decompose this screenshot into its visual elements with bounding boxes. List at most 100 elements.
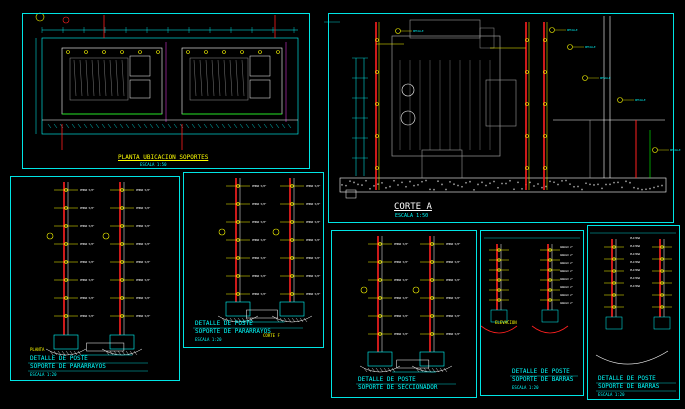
gravel-dot [397, 184, 399, 186]
foundation [419, 351, 445, 367]
callout-text: PERNO 5/8" [136, 189, 151, 192]
soil-hatch [287, 317, 292, 323]
radiator-fin [97, 59, 101, 97]
gravel-dot [377, 183, 379, 186]
hatch [233, 123, 238, 129]
bolt-marker [378, 314, 382, 318]
hatch [71, 123, 76, 129]
support-marker [66, 50, 70, 54]
callout-text: ANGULO 2" [560, 254, 574, 257]
gravel-dot [497, 186, 499, 189]
bolt-marker [64, 296, 68, 300]
transformer-plan [69, 57, 129, 101]
section-marker [46, 232, 54, 240]
gravel-dot [417, 183, 419, 186]
section-marker [412, 286, 420, 294]
bolt-marker [236, 292, 240, 296]
gravel-dot [541, 186, 543, 189]
callout-text: PERNO 5/8" [252, 221, 267, 224]
gauge-icon [400, 110, 416, 126]
soil-hatch [53, 350, 58, 356]
bolt-marker [525, 166, 529, 170]
gravel-dot [381, 181, 383, 184]
hatch [119, 123, 124, 129]
hatch [281, 123, 286, 129]
foundation [653, 316, 671, 330]
gravel-dot [373, 184, 375, 187]
radiator-fin [241, 59, 245, 97]
callout-text: PERNO 5/8" [80, 261, 95, 264]
bolt-marker [375, 166, 379, 170]
bolt-marker [290, 274, 294, 278]
bolt-marker [120, 260, 124, 264]
gravel-dot [545, 185, 547, 188]
pit [345, 189, 357, 199]
callout-text: PERNO 5/8" [306, 239, 321, 242]
detail-panel-2 [183, 172, 324, 348]
detail-2-subtitle: SOPORTE DE PARARRAYOS [195, 328, 271, 335]
support-marker [156, 50, 160, 54]
gravel-dot [577, 185, 579, 188]
bolt-marker [375, 134, 379, 138]
plan-panel [22, 13, 310, 169]
callout-text: PERNO 5/8" [446, 297, 461, 300]
plate-detail [246, 309, 278, 319]
gravel-dot [521, 187, 523, 190]
soil-hatch [65, 350, 70, 356]
bolt-marker [120, 278, 124, 282]
foundation [53, 334, 79, 350]
hatch [65, 123, 70, 129]
support-marker [120, 50, 124, 54]
gravel-dot [457, 184, 459, 187]
callout-marker [617, 97, 623, 103]
gravel-dot [401, 181, 403, 184]
bolt-marker [290, 292, 294, 296]
hatch [209, 123, 214, 129]
callout-text: PERNO 5/8" [252, 185, 267, 188]
callout-text: PLATINA [630, 237, 641, 240]
radiator-fin [103, 59, 107, 97]
bolt-marker [375, 102, 379, 106]
section-marker [272, 228, 280, 236]
gravel-dot [581, 188, 583, 191]
soil-hatch [121, 350, 126, 356]
soil-hatch [387, 367, 392, 373]
gravel-dot [629, 181, 631, 184]
bolt-marker [236, 274, 240, 278]
bolt-marker [378, 260, 382, 264]
gravel-dot [385, 186, 387, 189]
bolt-marker [290, 256, 294, 260]
hatch [125, 123, 130, 129]
bolt-marker [236, 220, 240, 224]
callout-text: PERNO 5/8" [252, 203, 267, 206]
bolt-marker [120, 242, 124, 246]
gravel-dot [505, 182, 507, 185]
hatch [53, 123, 58, 129]
gravel-dot [349, 180, 351, 183]
radiator-fin [229, 59, 233, 97]
gravel-dot [553, 181, 555, 184]
bolt-marker [612, 269, 616, 273]
callout-text: PERNO 5/8" [394, 315, 409, 318]
detail-5-scale: ESCALA 1:20 [598, 392, 625, 397]
support-marker [186, 50, 190, 54]
soil-hatch [109, 350, 114, 356]
gravel-dot [413, 184, 415, 187]
bolt-marker [612, 293, 616, 297]
gravel-dot [617, 181, 619, 184]
gravel-dot [585, 182, 587, 185]
elevacion-label: ELEVACION [495, 320, 517, 325]
bolt-marker [430, 332, 434, 336]
foundation [367, 351, 393, 367]
soil-hatch [431, 367, 436, 373]
callout-text: PERNO 5/8" [306, 257, 321, 260]
gravel-dot [561, 180, 563, 182]
bolt-marker [525, 38, 529, 42]
bolt-marker [64, 314, 68, 318]
gravel-dot [513, 188, 515, 191]
section-marker [360, 286, 368, 294]
hatch [185, 123, 190, 129]
detail-panel-1 [10, 176, 180, 381]
callout-text: PERNO 5/8" [446, 243, 461, 246]
